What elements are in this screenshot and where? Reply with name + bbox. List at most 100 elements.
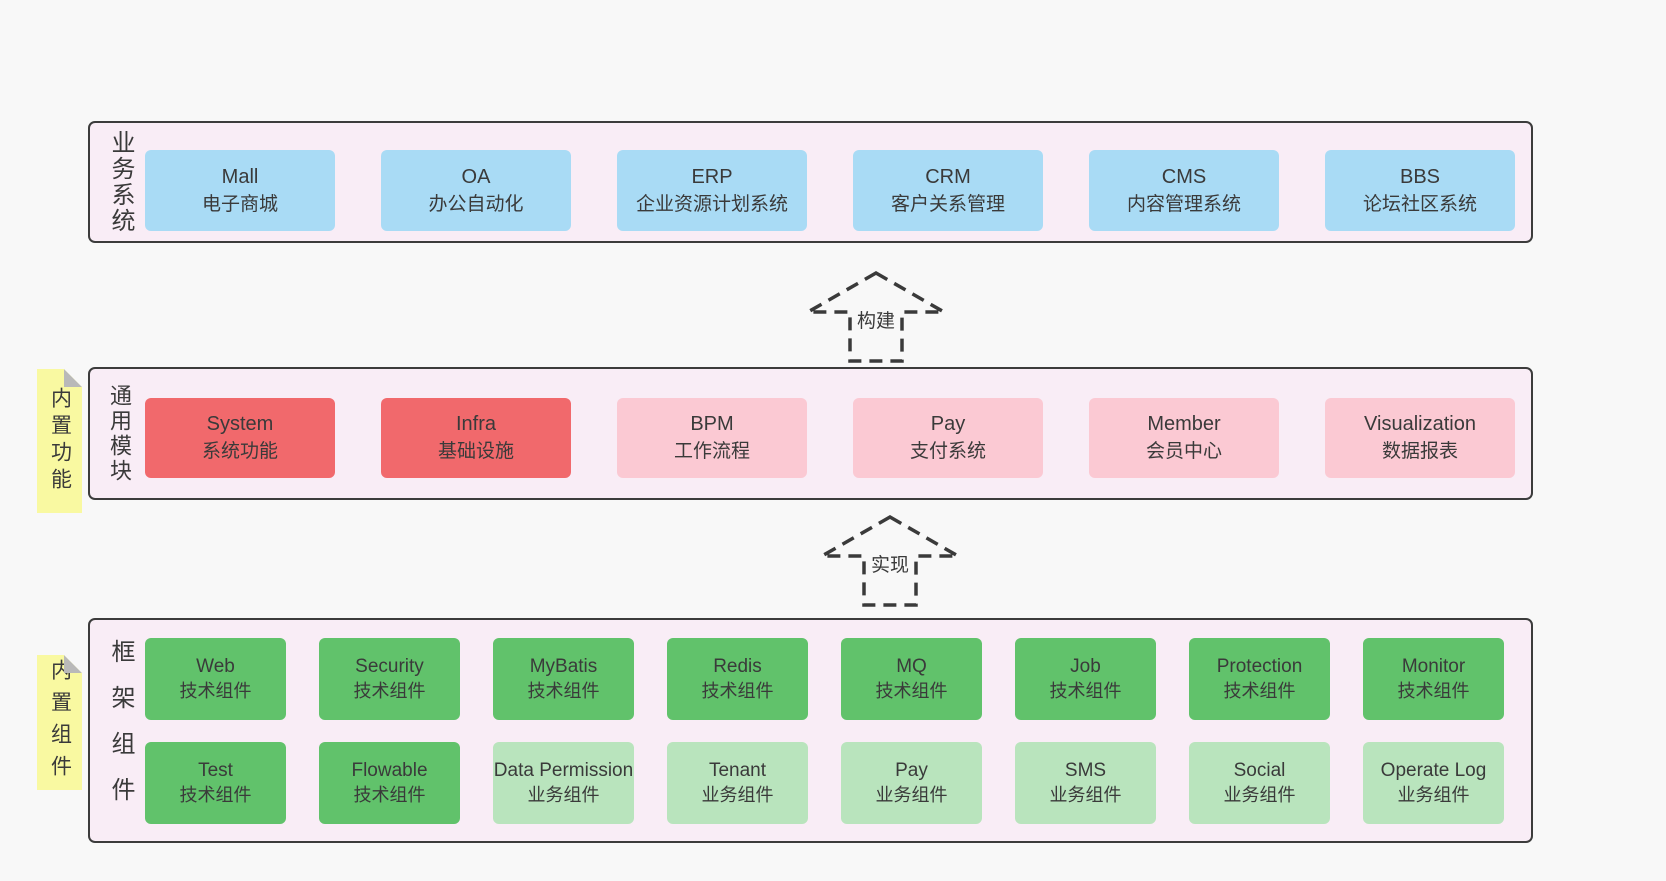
layer-side-label: 框架组件 xyxy=(107,638,134,823)
node-title: Tenant xyxy=(708,760,767,781)
node-title: System xyxy=(206,413,274,435)
arrow-build-label: 构建 xyxy=(853,311,899,333)
node-subtitle: 业务组件 xyxy=(527,785,600,805)
node-title: BBS xyxy=(1399,165,1441,188)
node-title: Job xyxy=(1070,656,1101,677)
node-operate-log: Operate Log 业务组件 xyxy=(1363,742,1504,824)
node-title: MyBatis xyxy=(529,656,598,677)
layer-common-modules: 通用模块 System 系统功能 Infra 基础设施 BPM 工作流程 Pay… xyxy=(88,367,1533,500)
node-subtitle: 技术组件 xyxy=(875,681,948,701)
folded-corner-icon xyxy=(64,655,82,673)
sticky-label: 内置组件 xyxy=(48,658,72,787)
arrow-up-implement xyxy=(815,514,965,607)
node-web: Web 技术组件 xyxy=(145,638,286,720)
node-system: System 系统功能 xyxy=(145,398,335,478)
layer-side-label: 业务系统 xyxy=(107,130,134,234)
node-subtitle: 支付系统 xyxy=(909,441,986,462)
node-mybatis: MyBatis 技术组件 xyxy=(493,638,634,720)
node-subtitle: 技术组件 xyxy=(1397,681,1470,701)
sticky-built-in-functions: 内置功能 xyxy=(37,369,82,513)
node-sms: SMS 业务组件 xyxy=(1015,742,1156,824)
node-flowable: Flowable 技术组件 xyxy=(319,742,460,824)
node-title: Infra xyxy=(455,413,497,435)
node-title: Mall xyxy=(221,165,259,188)
node-title: BPM xyxy=(690,413,734,435)
node-subtitle: 客户关系管理 xyxy=(890,193,1005,215)
node-subtitle: 技术组件 xyxy=(1049,681,1122,701)
node-title: Protection xyxy=(1216,656,1303,677)
node-protection: Protection 技术组件 xyxy=(1189,638,1330,720)
node-subtitle: 办公自动化 xyxy=(428,193,524,215)
node-title: Web xyxy=(196,656,235,677)
node-bpm: BPM 工作流程 xyxy=(617,398,807,478)
sticky-label: 内置功能 xyxy=(48,387,72,495)
arrow-up-build xyxy=(801,270,951,363)
node-redis: Redis 技术组件 xyxy=(667,638,808,720)
node-subtitle: 业务组件 xyxy=(875,785,948,805)
node-subtitle: 技术组件 xyxy=(179,681,252,701)
node-social: Social 业务组件 xyxy=(1189,742,1330,824)
node-subtitle: 内容管理系统 xyxy=(1126,193,1241,215)
node-subtitle: 技术组件 xyxy=(179,785,252,805)
node-subtitle: 工作流程 xyxy=(673,441,750,462)
node-job: Job 技术组件 xyxy=(1015,638,1156,720)
node-subtitle: 业务组件 xyxy=(701,785,774,805)
node-monitor: Monitor 技术组件 xyxy=(1363,638,1504,720)
layer-business-systems: 业务系统 Mall 电子商城 OA 办公自动化 ERP 企业资源计划系统 CRM… xyxy=(88,121,1533,243)
node-subtitle: 技术组件 xyxy=(1223,681,1296,701)
node-title: Operate Log xyxy=(1380,760,1487,781)
node-pay-system: Pay 支付系统 xyxy=(853,398,1043,478)
arrow-implement-label: 实现 xyxy=(867,555,913,577)
node-subtitle: 数据报表 xyxy=(1381,441,1458,462)
node-subtitle: 会员中心 xyxy=(1145,441,1222,462)
node-subtitle: 论坛社区系统 xyxy=(1362,193,1477,215)
node-subtitle: 技术组件 xyxy=(353,681,426,701)
node-oa: OA 办公自动化 xyxy=(381,150,571,231)
node-subtitle: 业务组件 xyxy=(1397,785,1470,805)
node-title: Pay xyxy=(895,760,928,781)
layer-side-label: 通用模块 xyxy=(107,383,132,484)
node-visualization: Visualization 数据报表 xyxy=(1325,398,1515,478)
layer-framework-components: 框架组件 Web 技术组件 Security 技术组件 MyBatis 技术组件… xyxy=(88,618,1533,843)
node-test: Test 技术组件 xyxy=(145,742,286,824)
node-subtitle: 系统功能 xyxy=(201,441,278,462)
node-cms: CMS 内容管理系统 xyxy=(1089,150,1279,231)
node-subtitle: 基础设施 xyxy=(437,441,514,462)
node-data-permission: Data Permission 业务组件 xyxy=(493,742,634,824)
node-title: Visualization xyxy=(1364,413,1476,435)
node-subtitle: 业务组件 xyxy=(1049,785,1122,805)
node-title: Monitor xyxy=(1401,656,1466,677)
node-title: MQ xyxy=(896,656,927,677)
node-title: SMS xyxy=(1064,760,1107,781)
sticky-built-in-components: 内置组件 xyxy=(37,655,82,790)
node-title: ERP xyxy=(691,165,733,188)
node-bbs: BBS 论坛社区系统 xyxy=(1325,150,1515,231)
node-tenant: Tenant 业务组件 xyxy=(667,742,808,824)
node-mall: Mall 电子商城 xyxy=(145,150,335,231)
node-title: Test xyxy=(198,760,233,781)
node-title: Social xyxy=(1233,760,1286,781)
node-title: Flowable xyxy=(351,760,428,781)
node-title: Member xyxy=(1147,413,1221,435)
node-subtitle: 企业资源计划系统 xyxy=(635,193,788,215)
node-title: Data Permission xyxy=(493,760,634,781)
folded-corner-icon xyxy=(64,369,82,387)
node-security: Security 技术组件 xyxy=(319,638,460,720)
node-pay-component: Pay 业务组件 xyxy=(841,742,982,824)
node-mq: MQ 技术组件 xyxy=(841,638,982,720)
node-erp: ERP 企业资源计划系统 xyxy=(617,150,807,231)
node-title: OA xyxy=(461,165,491,188)
node-title: Redis xyxy=(713,656,762,677)
node-infra: Infra 基础设施 xyxy=(381,398,571,478)
node-title: CMS xyxy=(1161,165,1207,188)
node-subtitle: 业务组件 xyxy=(1223,785,1296,805)
node-subtitle: 技术组件 xyxy=(353,785,426,805)
node-member: Member 会员中心 xyxy=(1089,398,1279,478)
node-subtitle: 技术组件 xyxy=(701,681,774,701)
node-title: Security xyxy=(355,656,424,677)
node-title: CRM xyxy=(925,165,971,188)
node-title: Pay xyxy=(930,413,966,435)
node-crm: CRM 客户关系管理 xyxy=(853,150,1043,231)
node-subtitle: 电子商城 xyxy=(201,193,278,215)
node-subtitle: 技术组件 xyxy=(527,681,600,701)
